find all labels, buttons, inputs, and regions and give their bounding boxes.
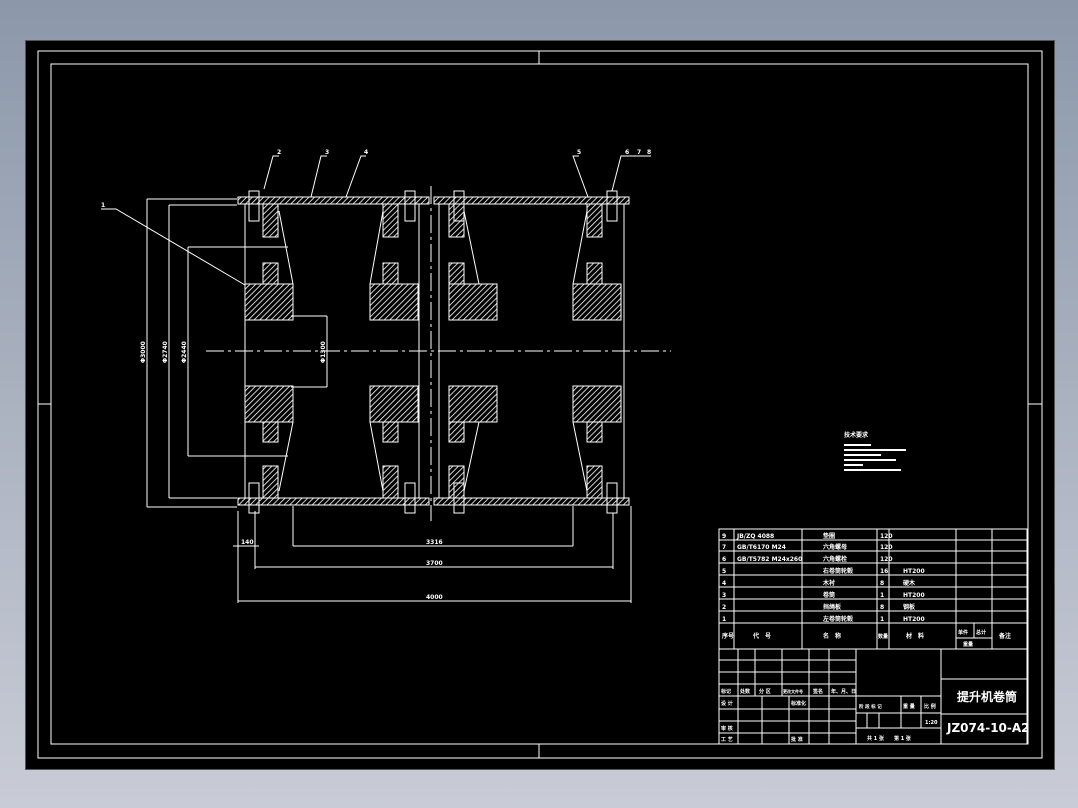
part-qty: 120 <box>880 533 893 540</box>
leader-3: 3 <box>325 149 329 156</box>
design-label: 设 计 <box>721 700 733 707</box>
header-total: 总计 <box>976 629 986 636</box>
leader-5: 5 <box>577 149 581 156</box>
part-name: 左卷筒轮毂 <box>822 615 853 623</box>
rev-date: 年、月、日 <box>831 688 856 695</box>
table-row: 7 GB/T6170 M24 六角螺母 120 <box>722 543 893 551</box>
drawing-number: JZ074-10-A2 <box>946 721 1030 735</box>
drum-section-view <box>101 155 671 603</box>
header-code: 代 号 <box>752 632 771 640</box>
leader-1: 1 <box>101 202 105 209</box>
leader-4: 4 <box>364 149 368 156</box>
rev-zone: 分 区 <box>759 688 771 695</box>
part-no: 9 <box>722 533 726 540</box>
review-label: 审 核 <box>721 725 733 732</box>
part-no: 4 <box>722 580 726 587</box>
part-material: 钢板 <box>903 603 916 611</box>
dim-3700: 3700 <box>426 560 443 567</box>
table-row: 2 挡绳板 8 钢板 <box>722 603 916 611</box>
title-block-text: 标记 处数 分 区 更改文件号 签名 年、月、日 设 计 标准化 审 核 工 艺… <box>720 688 1030 743</box>
rev-count: 处数 <box>739 688 751 695</box>
table-row: 4 木衬 8 硬木 <box>722 579 916 587</box>
part-material: HT200 <box>903 592 925 599</box>
drawing-title: 提升机卷筒 <box>957 689 1017 704</box>
title-block <box>719 649 1027 744</box>
rev-mark: 标记 <box>720 688 731 695</box>
part-qty: 1 <box>880 616 884 623</box>
table-row: 3 卷筒 1 HT200 <box>722 591 925 599</box>
sheet-count: 共 1 张 第 1 张 <box>867 735 912 742</box>
dim-v2: Φ2740 <box>162 341 169 363</box>
part-name: 右卷筒轮毂 <box>822 567 853 575</box>
leader-labels: 1 2 3 4 5 6 7 8 <box>101 149 651 209</box>
technical-notes: 技术要求 <box>844 431 906 471</box>
part-no: 1 <box>722 616 726 623</box>
part-material: HT200 <box>903 568 925 575</box>
part-name: 垫圈 <box>823 532 835 540</box>
table-row: 9 JB/ZQ 4088 垫圈 120 <box>722 532 893 540</box>
table-row: 5 右卷筒轮毂 16 HT200 <box>722 567 925 575</box>
leader-8: 8 <box>647 149 651 156</box>
part-code: GB/T5782 M24x260 <box>737 556 802 563</box>
weight-label: 重 量 <box>903 703 915 710</box>
leader-7: 7 <box>637 149 641 156</box>
part-qty: 120 <box>880 544 893 551</box>
header-material: 材 料 <box>905 632 924 640</box>
parts-table <box>718 528 1028 745</box>
part-qty: 8 <box>880 604 884 611</box>
part-material: 硬木 <box>903 579 916 587</box>
dim-3316: 3316 <box>426 539 443 546</box>
standard-label: 标准化 <box>790 700 806 707</box>
part-name: 六角螺栓 <box>823 555 847 563</box>
rev-sign: 签名 <box>812 688 823 695</box>
header-no: 序号 <box>721 632 734 640</box>
scale-label: 比 例 <box>924 703 936 710</box>
header-unit: 单件 <box>958 629 968 636</box>
part-no: 3 <box>722 592 726 599</box>
part-code: JB/ZQ 4088 <box>736 533 774 540</box>
part-no: 7 <box>722 544 726 551</box>
dimension-labels: 140 3316 3700 4000 Φ3000 Φ2740 Φ2440 Φ13… <box>140 341 443 601</box>
parts-table-header: 序号 代 号 名 称 数量 材 料 单件 总计 重量 备注 <box>721 629 1011 648</box>
dim-4000: 4000 <box>426 594 443 601</box>
leader-6: 6 <box>625 149 629 156</box>
dim-v1: Φ3000 <box>140 341 147 363</box>
drawing-sheet: 1 2 3 4 5 6 7 8 140 3316 3700 4000 Φ3000… <box>37 50 1043 759</box>
part-name: 挡绳板 <box>823 603 842 611</box>
part-no: 2 <box>722 604 726 611</box>
approve-label: 批 准 <box>791 736 803 743</box>
part-name: 卷筒 <box>822 591 835 599</box>
outer-frame <box>37 50 1043 759</box>
dim-140: 140 <box>241 539 254 546</box>
dim-v3: Φ2440 <box>181 341 188 363</box>
part-qty: 120 <box>880 556 893 563</box>
part-qty: 8 <box>880 580 884 587</box>
part-name: 六角螺母 <box>823 543 847 551</box>
header-qty: 数量 <box>878 633 888 640</box>
table-row: 1 左卷筒轮毂 1 HT200 <box>722 615 925 623</box>
leader-2: 2 <box>277 149 281 156</box>
cad-drawing-canvas[interactable]: 1 2 3 4 5 6 7 8 140 3316 3700 4000 Φ3000… <box>25 40 1055 770</box>
header-weight: 重量 <box>963 641 973 648</box>
rev-doc-no: 更改文件号 <box>783 688 803 694</box>
process-label: 工 艺 <box>721 736 733 743</box>
table-row: 6 GB/T5782 M24x260 六角螺栓 120 <box>722 555 893 563</box>
part-no: 5 <box>722 568 726 575</box>
part-material: HT200 <box>903 616 925 623</box>
part-name: 木衬 <box>822 579 835 587</box>
part-code: GB/T6170 M24 <box>737 544 786 551</box>
dim-v4: Φ1300 <box>320 341 327 363</box>
part-qty: 1 <box>880 592 884 599</box>
stage-label: 阶 段 标 记 <box>859 703 882 710</box>
inner-frame <box>50 63 1029 745</box>
part-no: 6 <box>722 556 726 563</box>
notes-title: 技术要求 <box>844 431 869 439</box>
header-name: 名 称 <box>823 632 841 640</box>
part-qty: 16 <box>880 568 888 575</box>
header-remark: 备注 <box>998 632 1011 640</box>
scale-value: 1:20 <box>925 720 938 726</box>
